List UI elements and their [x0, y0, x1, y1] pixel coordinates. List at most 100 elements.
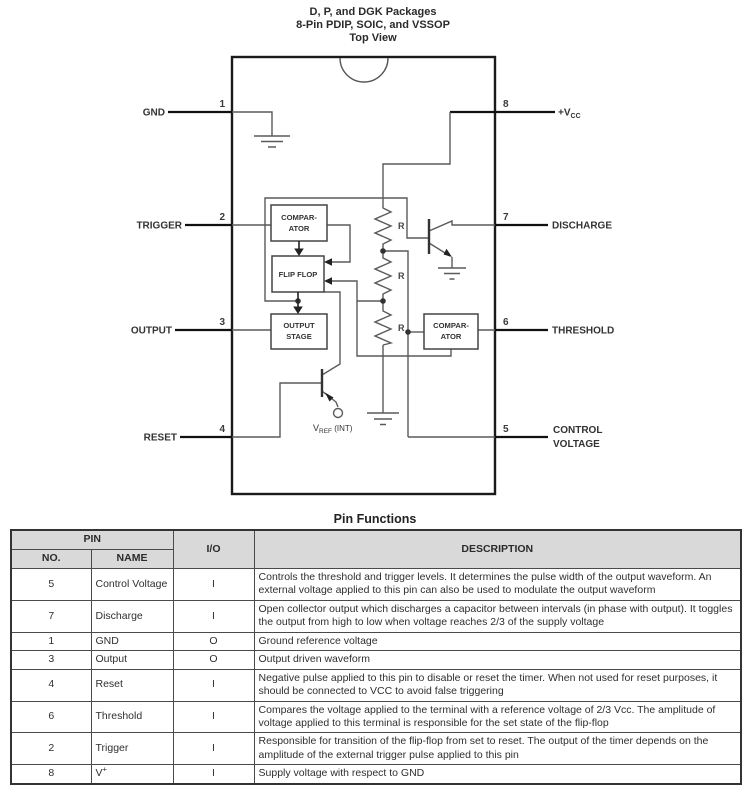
table-caption: Pin Functions [333, 512, 417, 526]
junction-dots [295, 248, 411, 335]
wire-two-thirds-node [383, 250, 409, 437]
header-no: NO. [10, 549, 92, 569]
pin5-label-line2: VOLTAGE [553, 439, 600, 450]
resistor-2 [373, 255, 393, 297]
vref-terminal-circle [332, 407, 344, 419]
wire-comp2-ff [331, 280, 452, 357]
resistor-1-label: R [398, 221, 405, 231]
cell-pin-name: Threshold [90, 700, 174, 734]
vref-main: V [313, 423, 319, 433]
function-blocks: COMPAR- ATOR FLIP FLOP OUTPUT STAGE COMP… [270, 204, 479, 350]
discharge-transistor [427, 219, 452, 257]
pin1-number: 1 [219, 99, 225, 110]
vcc-sub: CC [571, 113, 581, 120]
cell-pin-name: Discharge [90, 599, 174, 633]
resistor-1 [373, 205, 393, 247]
header-pin: PIN [10, 529, 174, 550]
gnd-symbol-pin1 [254, 135, 290, 148]
output-stage-label-line1: OUTPUT [283, 321, 315, 330]
cell-pin-name: Output [90, 650, 174, 670]
comparator2-box [423, 313, 479, 350]
cell-pin-description: Compares the voltage applied to the term… [253, 700, 742, 734]
pin8-label: +VCC [558, 108, 581, 121]
internal-wires [232, 111, 495, 438]
cell-pin-description: Controls the threshold and trigger level… [253, 568, 742, 601]
ground-symbols [254, 135, 466, 426]
cell-pin-io: I [172, 700, 255, 734]
cell-pin-io: I [172, 599, 255, 633]
pin8-number: 8 [503, 99, 509, 110]
pin5-label-line1: CONTROL [553, 425, 602, 436]
comparator1-label-line1: COMPAR- [281, 213, 317, 222]
cell-pin-description: Responsible for transition of the flip-f… [253, 732, 742, 766]
resistor-chain [373, 205, 394, 346]
output-stage-label-line2: STAGE [286, 332, 312, 341]
cell-pin-no: 8 [10, 764, 92, 785]
pin3-label: OUTPUT [131, 326, 172, 337]
wire-comp1-ff [327, 224, 351, 263]
chip-notch [339, 57, 389, 83]
wire-reset-base [232, 382, 322, 438]
pin2-label: TRIGGER [136, 221, 182, 232]
cell-pin-description: Ground reference voltage [253, 631, 742, 652]
diagram-title-line2: 8-Pin PDIP, SOIC, and VSSOP [296, 19, 450, 31]
pin4-label: RESET [144, 433, 177, 444]
wire-gnd [232, 111, 273, 136]
cell-pin-no: 5 [10, 568, 92, 601]
cell-pin-no: 3 [10, 650, 92, 670]
wire-discharge-collector [428, 219, 495, 232]
cell-pin-io: I [172, 568, 255, 601]
vcc-main: +V [558, 108, 571, 119]
pin6-label: THRESHOLD [552, 326, 614, 337]
comparator1-label-line2: ATOR [289, 224, 310, 233]
cell-pin-name: GND [90, 631, 174, 652]
pin2-number: 2 [219, 212, 225, 223]
wire-ff-discharge-base [264, 197, 429, 302]
functional-block-diagram: D, P, and DGK Packages 8-Pin PDIP, SOIC,… [131, 6, 614, 496]
header-name: NAME [90, 549, 174, 569]
cell-pin-description: Output driven waveform [253, 650, 742, 670]
cell-pin-no: 4 [10, 668, 92, 702]
comparator2-label-line1: COMPAR- [433, 321, 469, 330]
cell-pin-no: 2 [10, 732, 92, 766]
cell-pin-name: Trigger [90, 732, 174, 766]
pin7-label: DISCHARGE [552, 221, 612, 232]
pin7-number: 7 [503, 212, 509, 223]
junction-comp2-ref [405, 329, 411, 335]
cell-pin-description: Open collector output which discharges a… [253, 599, 742, 633]
cell-pin-io: I [172, 732, 255, 766]
arrow-comp1-ff-head [294, 248, 304, 256]
pin-name-superscript: + [102, 764, 107, 774]
cell-pin-no: 7 [10, 599, 92, 633]
cell-pin-io: I [172, 764, 255, 785]
pin-labels: GND TRIGGER OUTPUT RESET +VCC DISCHARGE … [131, 108, 614, 451]
wire-reset-collector [321, 291, 341, 376]
vref-rest: (INT) [332, 424, 353, 433]
cell-pin-description: Supply voltage with respect to GND [253, 764, 742, 785]
arrow-ff-input2-head [324, 277, 332, 285]
cell-pin-name: Reset [90, 668, 174, 702]
junction-r2-r3 [380, 298, 386, 304]
comparator1-box [270, 204, 328, 242]
diagram-title: D, P, and DGK Packages 8-Pin PDIP, SOIC,… [296, 6, 450, 44]
reset-emitter-arrow [325, 392, 334, 402]
header-description: DESCRIPTION [253, 529, 742, 569]
pin4-number: 4 [219, 424, 225, 435]
cell-pin-io: O [172, 650, 255, 670]
resistor-2-label: R [398, 271, 405, 281]
pin5-label: CONTROL VOLTAGE [553, 425, 602, 450]
flip-flop-label: FLIP FLOP [279, 270, 318, 279]
cell-pin-name: Control Voltage [90, 568, 174, 601]
diagram-title-line1: D, P, and DGK Packages [310, 6, 437, 18]
cell-pin-name: V+ [90, 764, 174, 785]
vref-label: VREF (INT) [313, 423, 353, 435]
gnd-symbol-divider [367, 412, 399, 426]
cell-pin-io: I [172, 668, 255, 702]
